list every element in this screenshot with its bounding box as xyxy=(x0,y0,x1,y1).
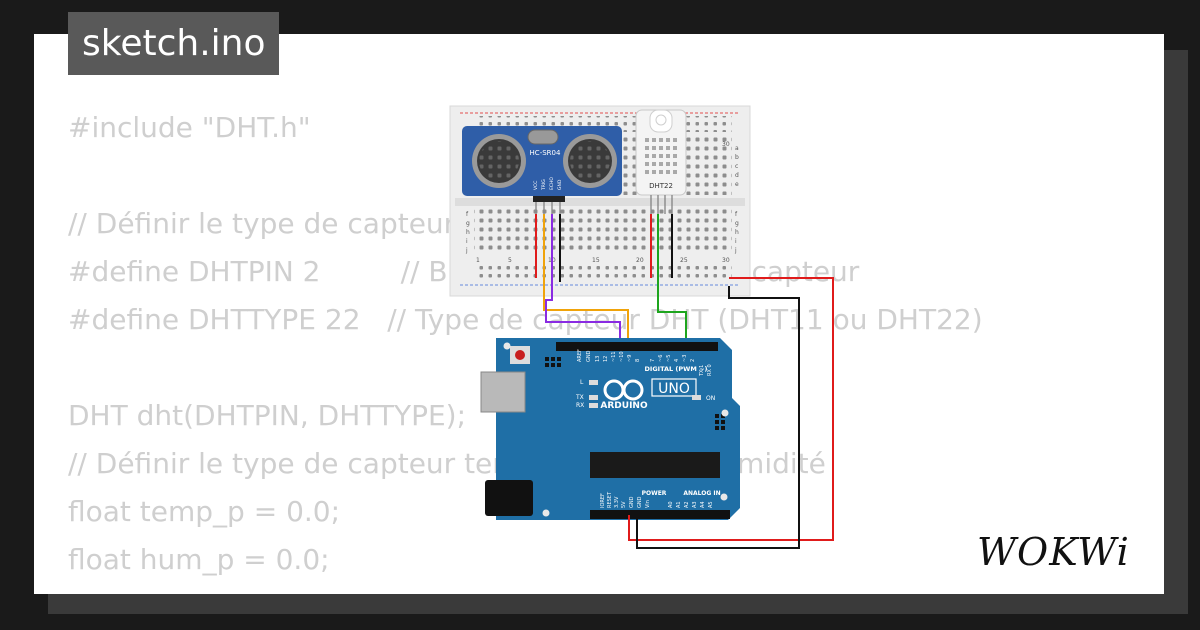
pin-label: 4 xyxy=(674,359,680,362)
row-label: d xyxy=(735,172,739,179)
pin-label: GND xyxy=(586,350,592,362)
row-label: i xyxy=(466,238,468,245)
pin-label: 8 xyxy=(635,359,641,362)
row-label: j xyxy=(734,247,737,254)
pin-label: GND xyxy=(629,496,635,508)
pin-label: A0 xyxy=(668,501,674,508)
pin-label: A2 xyxy=(684,501,690,508)
sensor-label: HC-SR04 xyxy=(530,149,561,157)
dht-label: DHT22 xyxy=(649,182,673,190)
pin-label: A1 xyxy=(676,501,682,508)
col-number: 15 xyxy=(592,257,600,264)
pin-label: GND xyxy=(557,179,563,190)
pin-label: ~5 xyxy=(666,355,672,362)
row-label: a xyxy=(735,145,739,152)
col-number: 25 xyxy=(680,257,688,264)
pin-label: 13 xyxy=(595,356,601,362)
arduino-uno[interactable]: ARDUINO UNO DIGITAL (PWM ~) POWER ANALOG… xyxy=(480,338,740,520)
power-label: POWER xyxy=(642,490,667,497)
wokwi-logo: WOKWi xyxy=(977,530,1130,574)
pin-label: IOREF xyxy=(600,493,606,508)
code-line: #include "DHT.h" xyxy=(68,111,311,144)
pin-label: ~10 xyxy=(619,351,625,362)
code-line: DHT dht(DHTPIN, DHTTYPE); xyxy=(68,399,467,432)
pin-label: 2 xyxy=(690,359,696,362)
led-label: RX xyxy=(576,402,584,409)
wires-breadboard xyxy=(535,214,687,350)
code-preview: #include "DHT.h" // Définir le type de ca… xyxy=(68,104,983,584)
pin-label: A5 xyxy=(708,501,714,508)
pin-label: TRIG xyxy=(541,179,547,191)
row-label: j xyxy=(465,247,468,254)
pin-label: RESET xyxy=(607,491,613,508)
row-label: h xyxy=(466,229,470,236)
led-label: L xyxy=(580,379,584,386)
on-label: ON xyxy=(706,395,715,402)
row-label: f xyxy=(735,211,738,218)
row-label: g xyxy=(735,220,739,227)
pin-label: ~6 xyxy=(658,355,664,362)
pin-label: 7 xyxy=(650,359,656,362)
row-label: f xyxy=(466,211,469,218)
arduino-brand: ARDUINO xyxy=(600,401,648,411)
row-label: i xyxy=(735,238,737,245)
pin-label: ~9 xyxy=(627,355,633,362)
code-line: float hum_p = 0.0; xyxy=(68,543,330,576)
pin-label: GND xyxy=(637,496,643,508)
digital-label: DIGITAL (PWM ~) xyxy=(645,365,708,373)
col-number: 1 xyxy=(476,257,480,264)
pin-label: ECHO xyxy=(549,177,555,190)
wires-power xyxy=(628,277,834,549)
code-line: // Définir le type de capteur xyxy=(68,207,456,240)
pin-label: RX 0 xyxy=(707,364,713,376)
pin-label: A4 xyxy=(700,501,706,508)
arduino-model: UNO xyxy=(658,381,690,397)
dht22-sensor[interactable]: DHT22 xyxy=(635,109,687,214)
pin-label: Vin xyxy=(645,500,651,508)
row-label: b xyxy=(735,154,739,161)
col-number: 20 xyxy=(636,257,644,264)
led-label: TX xyxy=(575,394,584,401)
filename-tab[interactable]: sketch.ino xyxy=(68,12,280,75)
row-label: h xyxy=(735,229,739,236)
col-number: 30 xyxy=(722,141,730,148)
pin-label: 12 xyxy=(603,356,609,362)
row-label: e xyxy=(735,181,739,188)
pin-label: ~11 xyxy=(611,351,617,362)
pin-label: 5V xyxy=(621,501,627,508)
pin-label: ~3 xyxy=(682,355,688,362)
pin-label: AREF xyxy=(577,349,583,362)
code-line: float temp_p = 0.0; xyxy=(68,495,341,528)
pin-label: VCC xyxy=(533,181,539,190)
col-number: 30 xyxy=(722,257,730,264)
row-label: g xyxy=(466,220,470,227)
pin-label: TX 1 xyxy=(699,365,705,377)
col-number: 5 xyxy=(508,257,512,264)
analog-label: ANALOG IN xyxy=(683,490,720,497)
ultrasonic-sensor[interactable]: HC-SR04 VCC TRIG ECHO GND xyxy=(462,126,622,214)
code-line: #define DHTTYPE 22 // Type de capteur DH… xyxy=(68,303,983,336)
pin-label: A3 xyxy=(692,501,698,508)
logo-text: WOKWi xyxy=(977,530,1130,574)
pin-label: 3.3V xyxy=(614,496,620,508)
row-label: c xyxy=(735,163,738,170)
